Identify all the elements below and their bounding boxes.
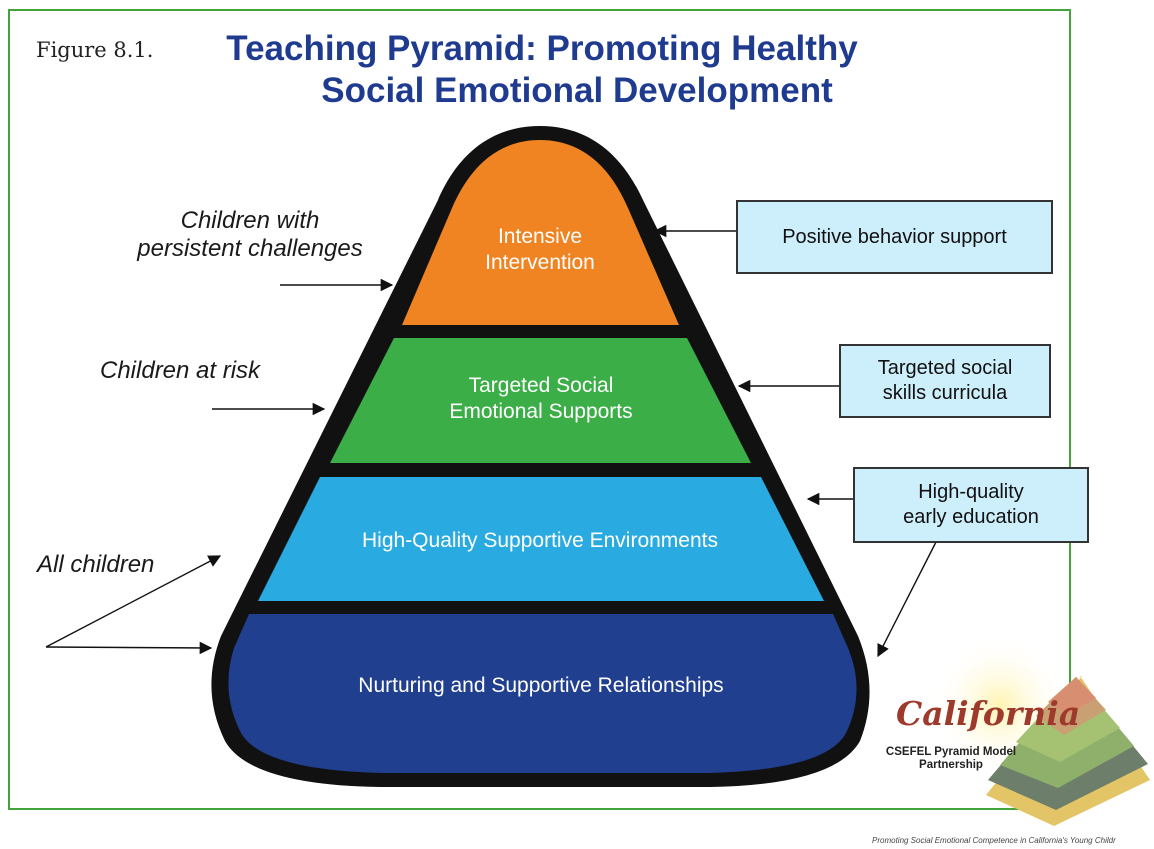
logo-subtitle: CSEFEL Pyramid Model Partnership — [876, 746, 1026, 772]
figure-label: Figure 8.1. — [36, 38, 154, 62]
level-nurturing-relationships: Nurturing and Supportive Relationships — [290, 673, 792, 699]
box2-line-2: skills curricula — [882, 382, 1008, 404]
level-1-line-2: Intervention — [485, 251, 595, 274]
title-line-2: Social Emotional Development — [321, 71, 833, 110]
label-at-risk: Children at risk — [100, 357, 261, 384]
level-bottom-shape — [228, 614, 857, 773]
level-3-shape — [258, 477, 824, 601]
title-line-1: Teaching Pyramid: Promoting Healthy — [226, 29, 858, 68]
level-2-line-2: Emotional Supports — [449, 400, 633, 423]
figure-frame — [8, 9, 1071, 810]
level-top-shape — [402, 140, 679, 325]
footer-caption: Promoting Social Emotional Competence in… — [872, 836, 1116, 845]
arrow-all-right — [45, 641, 213, 655]
level-3-line-1: High-Quality Supportive Environments — [362, 529, 718, 552]
box2-line-1: Targeted social — [877, 357, 1013, 379]
level-2-line-1: Targeted Social — [468, 374, 614, 397]
arrow-all-up — [45, 555, 222, 648]
logo-sub-line-2: Partnership — [919, 759, 983, 771]
level-2-shape — [330, 338, 751, 463]
label-persistent-line-2: persistent challenges — [137, 235, 363, 262]
figure-title: Teaching Pyramid: Promoting Healthy Soci… — [170, 28, 914, 112]
box3-line-2: early education — [903, 506, 1039, 528]
logo-sub-line-1: CSEFEL Pyramid Model — [885, 746, 1017, 758]
box-positive-behavior-support: Positive behavior support — [736, 200, 1053, 274]
level-1-line-1: Intensive — [497, 225, 583, 248]
box3-line-1: High-quality — [918, 481, 1024, 503]
box-high-quality-education: High-quality early education — [853, 467, 1089, 543]
california-logo-word: California — [896, 694, 1081, 733]
level-supportive-environments: High-Quality Supportive Environments — [290, 528, 790, 554]
level-intensive-intervention: Intensive Intervention — [430, 224, 650, 276]
box-targeted-social-skills: Targeted social skills curricula — [839, 344, 1051, 418]
level-targeted-supports: Targeted Social Emotional Supports — [400, 373, 682, 425]
box1-text: Positive behavior support — [782, 225, 1007, 248]
label-persistent-challenges: Children with persistent challenges — [110, 207, 390, 263]
csefel-logo-mark — [930, 635, 1150, 826]
label-all-children: All children — [37, 551, 155, 578]
label-persistent-line-1: Children with — [180, 207, 320, 234]
level-4-line-1: Nurturing and Supportive Relationships — [358, 674, 724, 697]
arrow-box3-down — [877, 541, 937, 658]
